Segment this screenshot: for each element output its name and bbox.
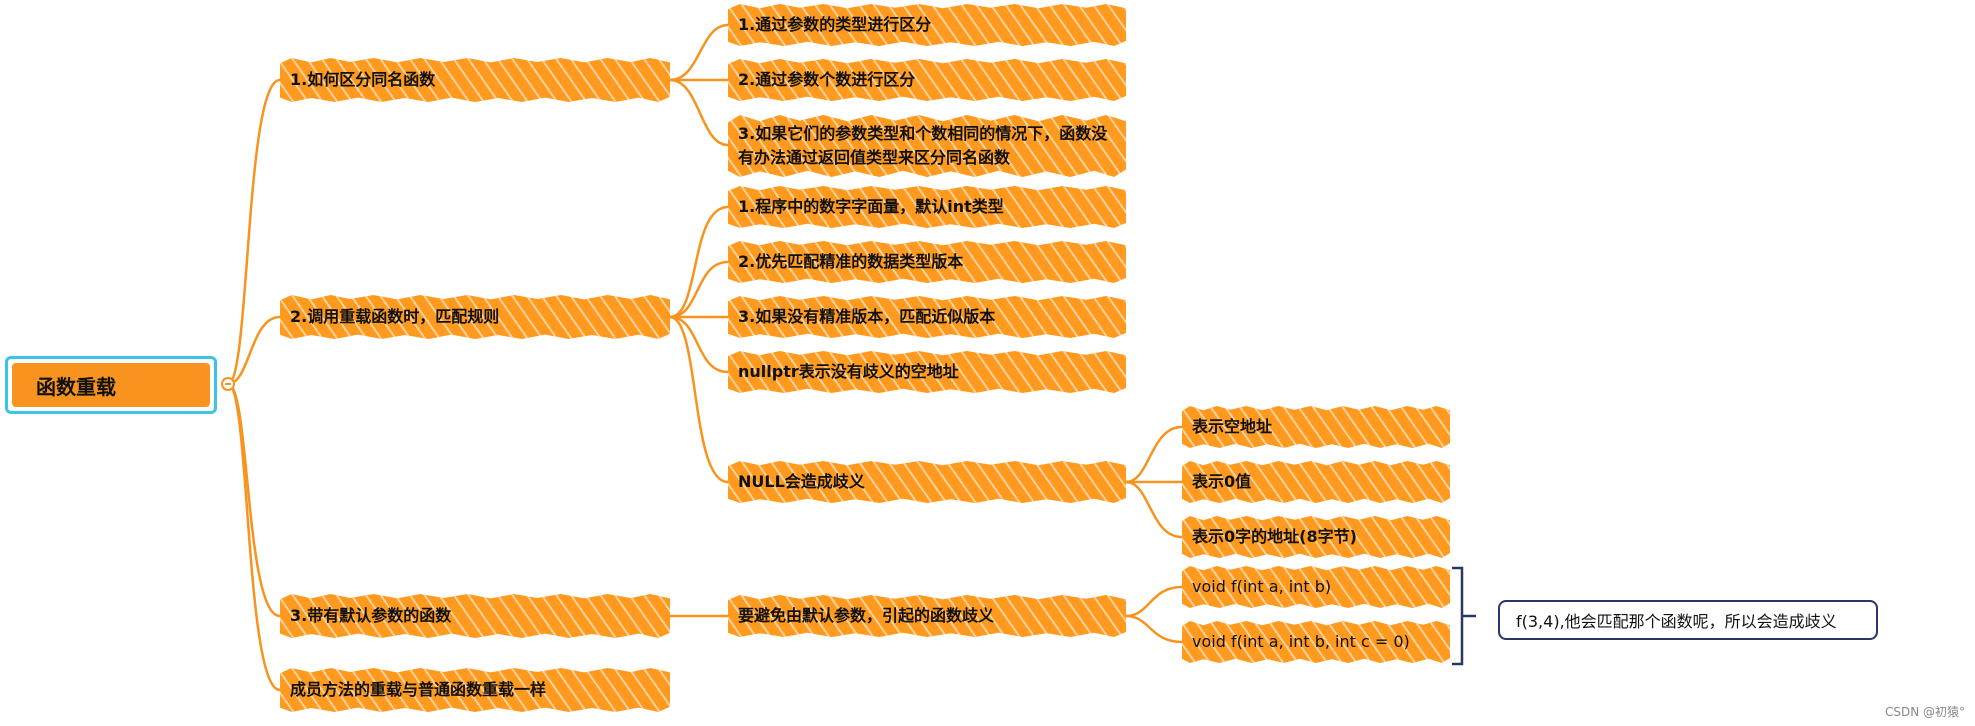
connector-root-b4	[227, 382, 281, 692]
b1-child-3[interactable]: 3.如果它们的参数类型和个数相同的情况下，函数没有办法通过返回值类型来区分同名函…	[728, 115, 1126, 177]
b2-child-4[interactable]: nullptr表示没有歧义的空地址	[728, 351, 1126, 393]
connector-b2-c2	[669, 260, 729, 319]
null-child-2[interactable]: 表示0值	[1182, 461, 1450, 503]
watermark: CSDN @初猿°	[1884, 705, 1965, 719]
connector-b2-c1	[669, 205, 729, 319]
connector-b1-c1	[669, 23, 729, 82]
branch-4[interactable]: 成员方法的重载与普通函数重载一样	[280, 668, 670, 712]
connector-root-b2	[227, 315, 281, 386]
b3-child-1[interactable]: 要避免由默认参数，引起的函数歧义	[728, 595, 1126, 637]
connector-b1-c3	[669, 78, 729, 147]
connector-b3sub-c2	[1125, 614, 1183, 644]
b1-child-1[interactable]: 1.通过参数的类型进行区分	[728, 4, 1126, 46]
b2-child-1[interactable]: 1.程序中的数字字面量，默认int类型	[728, 186, 1126, 228]
b2-child-5[interactable]: NULL会造成歧义	[728, 461, 1126, 503]
connector-root-b1	[227, 78, 281, 386]
b2-child-2[interactable]: 2.优先匹配精准的数据类型版本	[728, 241, 1126, 283]
connector-b3sub-c1	[1125, 585, 1183, 618]
branch-3[interactable]: 3.带有默认参数的函数	[280, 594, 670, 638]
summary-note[interactable]: f(3,4),他会匹配那个函数呢，所以会造成歧义	[1498, 600, 1878, 640]
null-child-3[interactable]: 表示0字的地址(8字节)	[1182, 516, 1450, 558]
connector-null-c1	[1125, 425, 1183, 484]
b3-sub-1[interactable]: void f(int a, int b)	[1182, 566, 1450, 608]
collapse-icon[interactable]	[221, 377, 235, 391]
connector-b2-c5	[669, 315, 729, 484]
connector-null-c3	[1125, 480, 1183, 539]
b2-child-3[interactable]: 3.如果没有精准版本，匹配近似版本	[728, 296, 1126, 338]
b3-sub-2[interactable]: void f(int a, int b, int c = 0)	[1182, 621, 1450, 663]
b1-child-2[interactable]: 2.通过参数个数进行区分	[728, 59, 1126, 101]
null-child-1[interactable]: 表示空地址	[1182, 406, 1450, 448]
branch-2[interactable]: 2.调用重载函数时，匹配规则	[280, 295, 670, 339]
root-node[interactable]: 函数重载	[5, 356, 217, 414]
branch-1[interactable]: 1.如何区分同名函数	[280, 58, 670, 102]
root-label: 函数重载	[12, 363, 210, 407]
connector-b2-c4	[669, 315, 729, 374]
summary-bracket	[1452, 566, 1476, 666]
